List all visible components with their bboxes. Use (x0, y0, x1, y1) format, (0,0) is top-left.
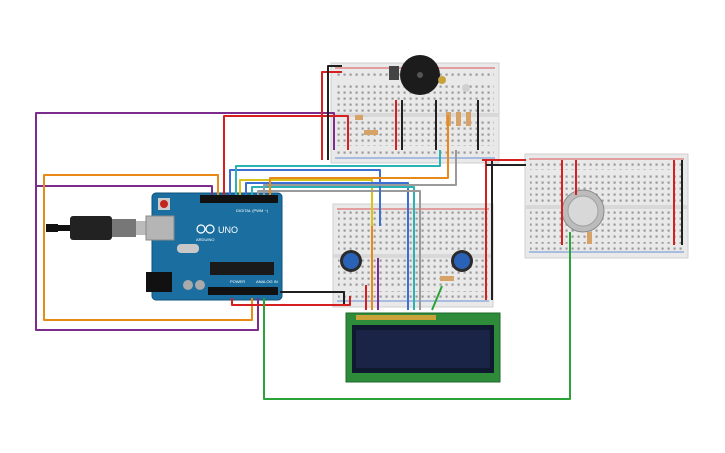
wire-red-upper (321, 71, 342, 160)
gas-sensor (561, 189, 605, 244)
wire-teal-2 (235, 150, 441, 195)
wire-gray-2 (263, 150, 457, 195)
wire-purple-bottom (35, 113, 259, 331)
potentiometer-right (451, 250, 473, 272)
wire-green-gas (263, 232, 571, 400)
wire-orange-2 (269, 115, 449, 195)
lcd-16x2 (345, 312, 501, 383)
wires (35, 65, 683, 400)
digital-pins-label: DIGITAL (PWM ~) (236, 208, 269, 213)
power-label: POWER (230, 279, 245, 284)
usb-cable (46, 216, 156, 240)
potentiometer-left (340, 250, 362, 272)
breadboard-right (524, 153, 689, 259)
resistor-middle (440, 276, 454, 281)
arduino-brand-label: ARDUINO (196, 237, 214, 242)
wire-green-lcd (431, 285, 443, 311)
wire-yellow-1 (239, 179, 373, 226)
wire-black-board (280, 291, 345, 305)
wire-blue-1 (245, 182, 409, 310)
arduino-uno: UNO ARDUINO DIGITAL (PWM ~) POWER ANALOG… (145, 192, 283, 301)
wire-black-upper (327, 65, 342, 160)
wire-blue-2 (229, 169, 381, 226)
wire-teal-1 (251, 186, 415, 310)
wire-red-top (223, 115, 349, 195)
analog-label: ANALOG IN (256, 279, 278, 284)
wire-gray-1 (257, 190, 421, 310)
wire-red-power (231, 296, 351, 306)
arduino-model-label: UNO (218, 225, 238, 235)
wire-orange-loop (43, 174, 253, 321)
piezo-buzzer (389, 55, 470, 95)
